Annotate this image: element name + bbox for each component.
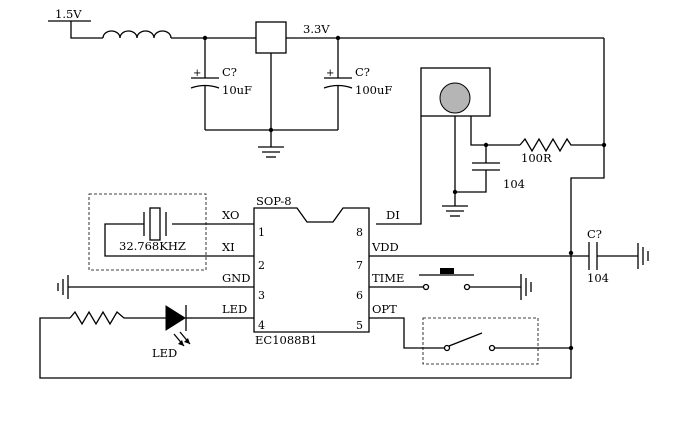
led-resistor: [69, 310, 166, 326]
led-diode: [165, 305, 192, 347]
input-wire: [70, 21, 103, 39]
crystal: [104, 207, 210, 257]
pin-5-number: 5: [356, 319, 363, 332]
pin-1-number: 1: [258, 226, 265, 239]
ground-symbol-sensor: [442, 205, 468, 217]
pin-vdd-label: VDD: [371, 240, 399, 254]
junction-vdd: [568, 250, 574, 256]
c2-ref: C?: [355, 65, 370, 79]
c1-ref: C?: [222, 65, 237, 79]
capacitor-di: [455, 145, 500, 193]
pin-di-label: DI: [386, 208, 400, 222]
ground-symbol-regulator: [258, 146, 284, 158]
opt-switch: [443, 332, 571, 352]
time-pushbutton: [419, 268, 521, 291]
c2-value: 100uF: [355, 83, 392, 97]
capacitor-c3: [588, 242, 638, 270]
resistor-value: 100R: [521, 151, 552, 165]
pin-led-label: LED: [222, 302, 247, 316]
pin-time-label: TIME: [372, 271, 404, 285]
rail-voltage-label: 3.3V: [303, 22, 330, 36]
c3-value: 104: [587, 271, 609, 285]
voltage-regulator: [255, 21, 287, 54]
c1-value: 10uF: [222, 83, 252, 97]
pin-opt-label: OPT: [372, 302, 397, 316]
chip-name: EC1088B1: [255, 333, 317, 347]
inductor: [102, 30, 172, 39]
capacitor-c1: +: [190, 38, 220, 130]
pin-xo-label: XO: [222, 208, 239, 222]
pin-2-number: 2: [258, 259, 265, 272]
junction-c2: [335, 35, 341, 41]
ground-symbol-time: [520, 274, 532, 300]
capacitor-c2: +: [323, 38, 353, 130]
junction-c1: [202, 35, 208, 41]
pin-4-number: 4: [258, 319, 265, 332]
ground-symbol-chip: [57, 275, 69, 299]
ground-symbol-vdd: [637, 243, 649, 269]
svg-text:+: +: [193, 68, 201, 79]
resistor-100r: [519, 137, 604, 153]
led-label: LED: [152, 346, 177, 360]
pin-8-number: 8: [356, 226, 363, 239]
pin-3-number: 3: [258, 289, 265, 302]
junction-ground-bus: [268, 127, 274, 133]
c-di-value: 104: [503, 177, 525, 191]
opt-wire: [369, 317, 444, 349]
pin-6-number: 6: [356, 289, 363, 302]
pin-gnd-label: GND: [222, 271, 250, 285]
c3-ref: C?: [587, 227, 602, 241]
crystal-dashed-box: [88, 193, 207, 271]
svg-text:+: +: [326, 68, 334, 79]
crystal-value: 32.768KHZ: [119, 239, 186, 253]
di-wire: [376, 116, 422, 225]
chip-package: SOP-8: [256, 194, 292, 208]
pin-7-number: 7: [356, 259, 363, 272]
sensor-element: [439, 82, 471, 114]
input-voltage-label: 1.5V: [55, 7, 82, 21]
chip-body: [253, 207, 370, 333]
opt-dashed-box: [422, 317, 539, 365]
pin-xi-label: XI: [222, 240, 235, 254]
sensor-power-wire: [470, 116, 520, 146]
led-return-loop: [39, 145, 605, 379]
